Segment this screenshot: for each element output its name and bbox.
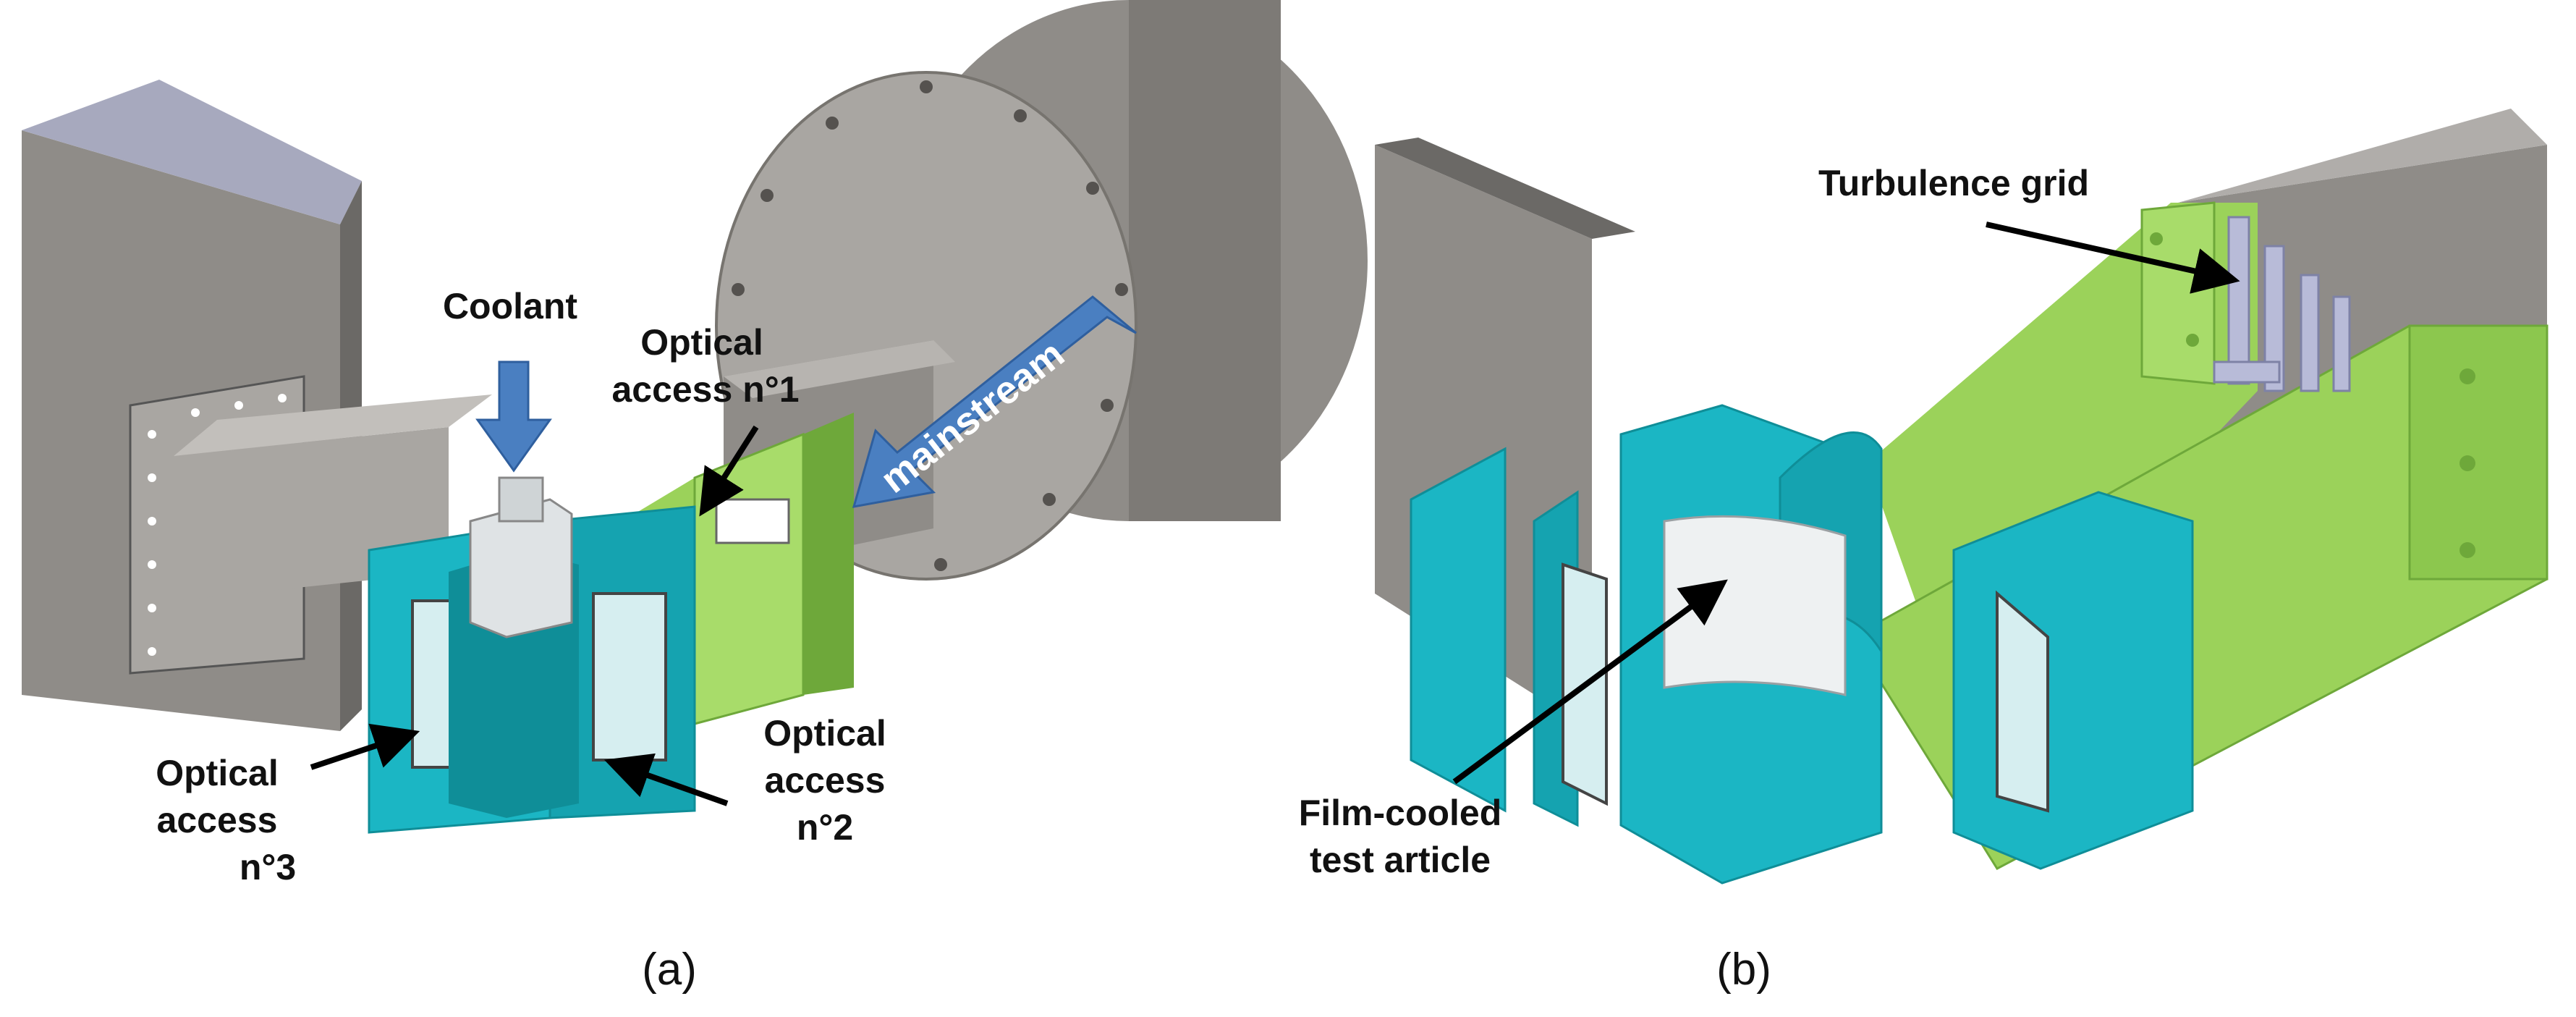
caption-a: (a) bbox=[642, 945, 697, 995]
green-bolts bbox=[2150, 232, 2475, 558]
coolant-plenum bbox=[469, 498, 573, 638]
optical-window-1 bbox=[715, 498, 790, 544]
coolant-arrow bbox=[475, 360, 552, 473]
left-box-top bbox=[22, 80, 362, 224]
label-optical-2-line3: n°2 bbox=[797, 807, 853, 848]
arrow-turbulence-grid bbox=[1986, 221, 2240, 294]
arrow-optical-1 bbox=[699, 425, 759, 517]
label-optical-2-line2: access bbox=[765, 760, 886, 801]
optical-window-2 bbox=[592, 592, 667, 761]
arrow-optical-2 bbox=[603, 753, 729, 806]
cylinder-body bbox=[1129, 0, 1281, 521]
panel-a-drawing bbox=[22, 0, 1368, 834]
arrow-optical-3 bbox=[310, 723, 420, 770]
film-cooled-article bbox=[1663, 515, 1847, 696]
flange-bolts bbox=[732, 80, 1128, 571]
label-optical-2-line1: Optical bbox=[763, 713, 886, 754]
label-optical-3-line3: n°3 bbox=[240, 847, 296, 887]
label-optical-1-line1: Optical bbox=[640, 322, 763, 363]
mainstream-arrow bbox=[852, 295, 1137, 508]
label-film-cooled-line1: Film-cooled bbox=[1299, 793, 1502, 833]
label-coolant: Coolant bbox=[443, 286, 577, 326]
optical-slot-right bbox=[1996, 590, 2049, 813]
teal-side-plate bbox=[1410, 447, 1507, 813]
label-optical-3-line1: Optical bbox=[156, 753, 278, 793]
panel-b-drawing bbox=[1375, 109, 2549, 885]
label-film-cooled-line2: test article bbox=[1310, 840, 1491, 880]
box-flange-bolts bbox=[148, 394, 287, 656]
label-optical-3-line2: access bbox=[157, 800, 278, 840]
caption-b: (b) bbox=[1716, 945, 1771, 995]
arrow-film-cooled bbox=[1452, 579, 1728, 785]
label-turbulence-grid: Turbulence grid bbox=[1818, 163, 2089, 203]
teal-right-block bbox=[1952, 491, 2194, 870]
turbulence-grid bbox=[2213, 216, 2351, 392]
label-optical-1-line2: access n°1 bbox=[611, 369, 799, 410]
